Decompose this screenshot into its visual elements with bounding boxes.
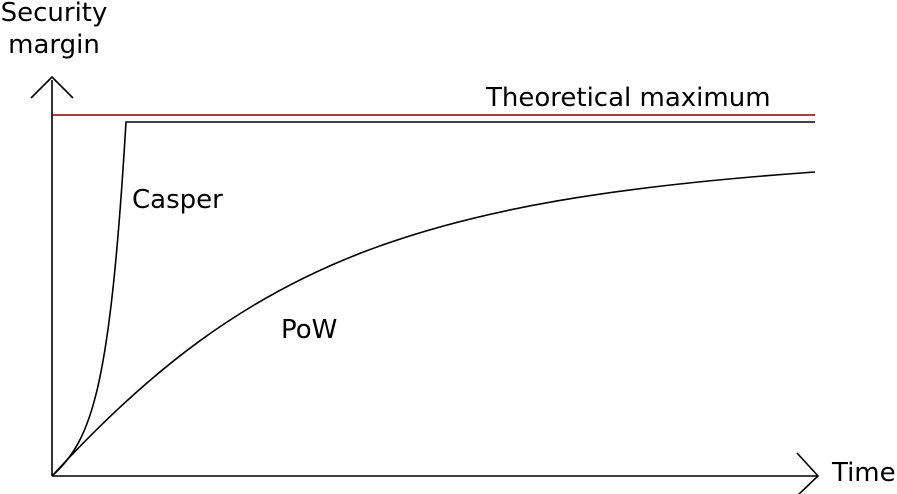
- y-axis-label-line1: Security: [1, 0, 108, 28]
- y-axis-label-line2: margin: [8, 30, 100, 60]
- pow-curve: [51, 171, 816, 477]
- casper-label: Casper: [132, 185, 223, 215]
- x-axis-arrowhead: [796, 452, 820, 494]
- casper-curve: [51, 121, 815, 477]
- pow-label: PoW: [281, 315, 337, 345]
- y-axis-arrowhead: [30, 75, 74, 99]
- x-axis-label: Time: [831, 458, 896, 488]
- theoretical-max-label: Theoretical maximum: [485, 83, 771, 113]
